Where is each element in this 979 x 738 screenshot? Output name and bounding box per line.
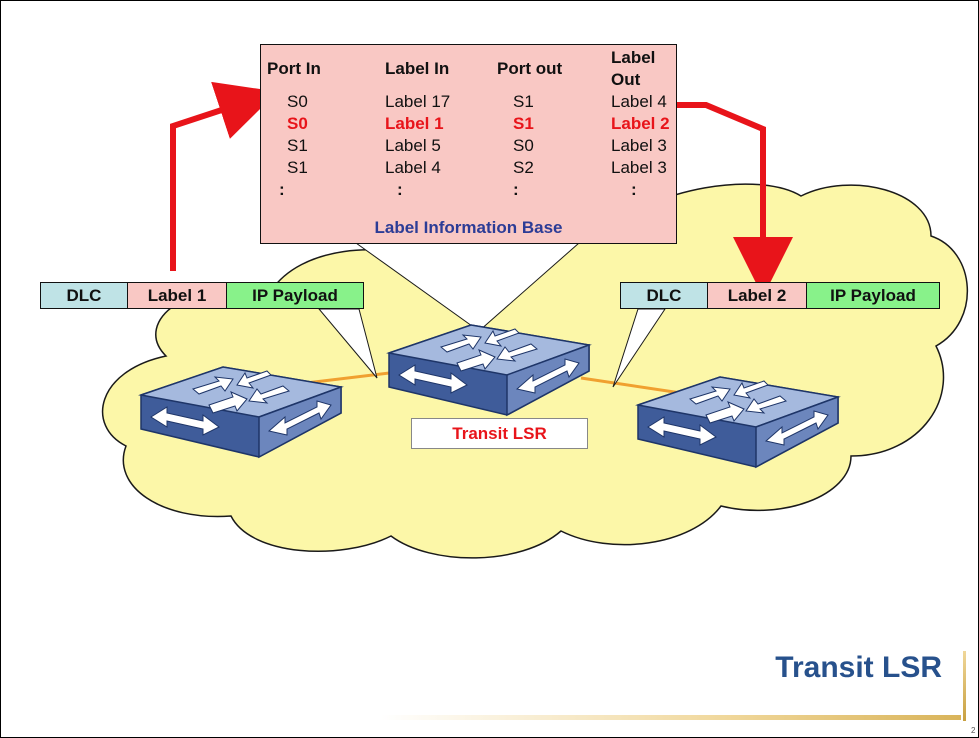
- lib-row: S1 Label 5 S0 Label 3: [261, 135, 676, 157]
- lib-cell: Label 4: [611, 92, 667, 111]
- lib-row-ellipsis: : : : :: [261, 179, 676, 201]
- lib-cell: S1: [513, 92, 534, 111]
- packet-in-label: Label 1: [128, 283, 227, 308]
- arrow-to-lib: [170, 81, 278, 271]
- page-number: 2: [971, 726, 976, 735]
- lib-row-highlighted: S0 Label 1 S1 Label 2: [261, 113, 676, 135]
- corner-bar: [963, 651, 966, 721]
- lib-cell: Label 5: [385, 136, 441, 155]
- packet-out-payload: IP Payload: [807, 283, 939, 308]
- lib-cell: Label 17: [385, 92, 451, 111]
- lib-row: S0 Label 17 S1 Label 4: [261, 91, 676, 113]
- lib-caption: Label Information Base: [374, 218, 563, 237]
- lib-cell: Label 3: [611, 158, 667, 177]
- lib-cell: S1: [513, 114, 534, 133]
- lib-cell: S0: [287, 92, 308, 111]
- col-header-label-out: Label Out: [611, 48, 656, 89]
- col-header-port-out: Port out: [497, 59, 563, 78]
- lib-cell: :: [397, 180, 403, 199]
- lib-cell: S0: [287, 114, 308, 133]
- label-information-base: Port In Label In Port out Label Out S0 L…: [260, 44, 677, 244]
- lib-cell: Label 3: [611, 136, 667, 155]
- packet-in: DLC Label 1 IP Payload: [40, 282, 364, 309]
- transit-lsr-label: Transit LSR: [411, 418, 588, 449]
- lib-cell: Label 4: [385, 158, 441, 177]
- slide-title: Transit LSR: [775, 651, 942, 684]
- callout-left: [317, 308, 378, 379]
- col-header-label-in: Label In: [385, 59, 450, 78]
- packet-in-dlc: DLC: [41, 283, 128, 308]
- packet-out: DLC Label 2 IP Payload: [620, 282, 940, 309]
- lib-header-row: Port In Label In Port out Label Out: [261, 47, 676, 91]
- lib-cell: S1: [287, 136, 308, 155]
- lib-cell: :: [279, 180, 285, 199]
- callout-right: [612, 308, 666, 388]
- lib-cell: S2: [513, 158, 534, 177]
- lib-row: S1 Label 4 S2 Label 3: [261, 157, 676, 179]
- lib-cell: Label 1: [385, 114, 444, 133]
- lib-table: Port In Label In Port out Label Out S0 L…: [261, 47, 676, 201]
- footer-bar: [381, 715, 961, 720]
- lib-cell: Label 2: [611, 114, 670, 133]
- lib-cell: :: [513, 180, 519, 199]
- lib-cell: S1: [287, 158, 308, 177]
- packet-out-label: Label 2: [708, 283, 807, 308]
- packet-out-dlc: DLC: [621, 283, 708, 308]
- col-header-port-in: Port In: [267, 59, 321, 78]
- arrow-to-outframe: [651, 102, 793, 297]
- packet-in-payload: IP Payload: [227, 283, 363, 308]
- lib-cell: S0: [513, 136, 534, 155]
- lib-cell: :: [631, 180, 637, 199]
